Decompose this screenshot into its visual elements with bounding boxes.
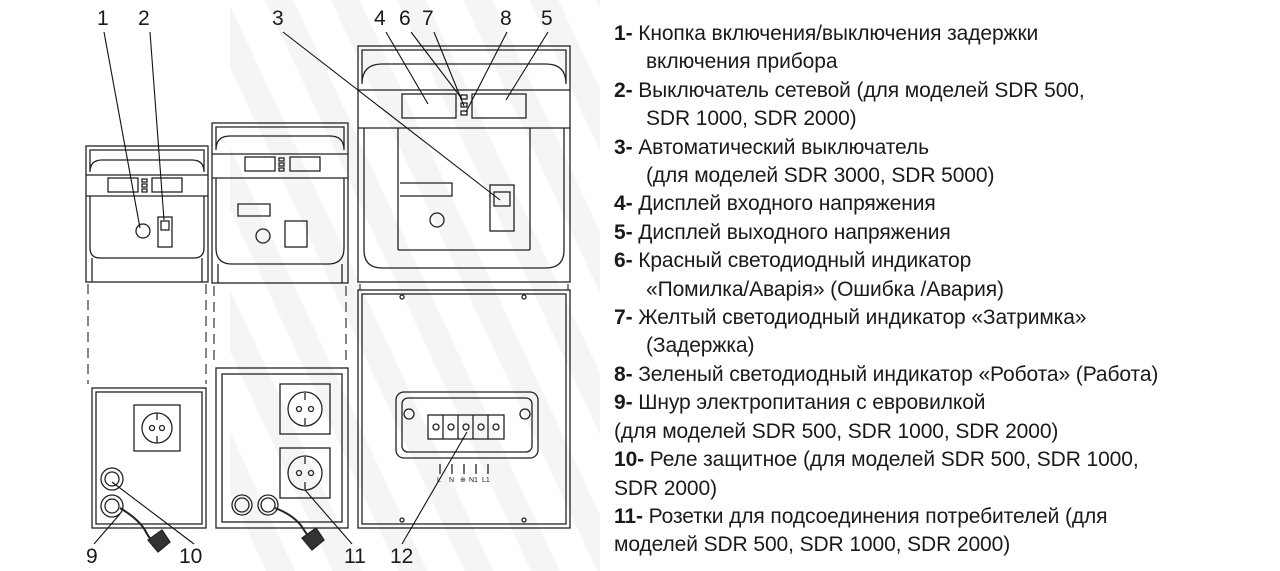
legend-text: Красный светодиодный индикатор: [632, 249, 972, 273]
stabilizer-diagram: L N ⊕ N1 L1 1 2 3 4 6 7 8 5 9 10 11 12: [85, 0, 600, 571]
legend-text: Кнопка включения/выключения задержки: [632, 22, 1039, 45]
unit-large-display-out: [471, 93, 527, 119]
callout-2: 2: [138, 7, 150, 30]
callout-numbers: 1 2 3 4 6 7 8 5 9 10 11 12: [86, 7, 553, 568]
terminal-cover: [395, 391, 539, 459]
terminal-label: L1: [482, 477, 490, 484]
legend-key: 10-: [614, 448, 645, 472]
legend-key: 9-: [614, 391, 633, 415]
callout-7: 7: [422, 7, 434, 30]
unit-small-display-out: [151, 177, 183, 193]
delay-button: [135, 223, 151, 239]
legend-text-cont: SDR 2000): [614, 476, 717, 500]
legend-text: Шнур электропитания с евровилкой: [632, 391, 986, 415]
legend-item: 10- Реле защитное (для моделей SDR 500, …: [614, 446, 1274, 503]
legend-key: 4-: [614, 192, 633, 216]
legend-text: Автоматический выключатель: [632, 135, 929, 159]
legend-text: Дисплей входного напряжения: [632, 192, 936, 216]
legend-text: Розетки для подсоединения потребителей (…: [642, 504, 1108, 528]
legend-text: Желтый светодиодный индикатор «Затримка»: [632, 306, 1087, 330]
circuit-breaker: [489, 184, 515, 232]
legend-item: 7- Желтый светодиодный индикатор «Затрим…: [614, 304, 1274, 361]
legend-text: Дисплей выходного напряжения: [632, 220, 951, 244]
callout-1: 1: [97, 7, 109, 30]
legend-item: 2- Выключатель сетевой (для моделей SDR …: [614, 77, 1274, 134]
legend-key: 5-: [614, 220, 633, 244]
legend-key: 2-: [614, 78, 633, 102]
callout-12: 12: [390, 545, 413, 568]
callout-3: 3: [272, 7, 284, 30]
legend-key: 6-: [614, 249, 633, 273]
unit-large-display-in: [401, 93, 457, 119]
callout-10: 10: [179, 545, 202, 568]
terminal-label: N1: [469, 477, 478, 484]
legend: 1- Кнопка включения/выключения задержки в…: [614, 20, 1274, 560]
legend-text-cont: (Задержка): [646, 334, 755, 358]
legend-text-cont: (для моделей SDR 500, SDR 1000, SDR 2000…: [614, 419, 1059, 443]
unit-medium-back: [215, 367, 349, 551]
legend-item: 1- Кнопка включения/выключения задержки в…: [614, 20, 1274, 77]
unit-large-back: [357, 289, 571, 529]
legend-text-cont: SDR 1000, SDR 2000): [646, 107, 857, 131]
protection-relay: [104, 471, 120, 487]
legend-text-cont: «Помилка/Аварія» (Ошибка /Авария): [646, 277, 1004, 301]
unit-small-front: [85, 145, 209, 283]
legend-item: 3- Автоматический выключатель (для моделе…: [614, 134, 1274, 191]
callout-8: 8: [500, 7, 512, 30]
socket: [133, 404, 181, 452]
callout-5: 5: [541, 7, 553, 30]
legend-key: 1-: [614, 22, 633, 45]
unit-large-front: [357, 45, 571, 283]
legend-item: 8- Зеленый светодиодный индикатор «Робот…: [614, 361, 1274, 389]
callout-6: 6: [399, 7, 411, 30]
callout-4: 4: [374, 7, 386, 30]
legend-item: 11- Розетки для подсоединения потребител…: [614, 503, 1274, 560]
legend-text: Зеленый светодиодный индикатор «Робота» …: [632, 362, 1159, 386]
legend-text: Выключатель сетевой (для моделей SDR 500…: [632, 78, 1085, 102]
legend-key: 7-: [614, 306, 633, 330]
unit-medium-display-out: [289, 156, 321, 172]
legend-text-cont: моделей SDR 500, SDR 1000, SDR 2000): [614, 533, 1011, 557]
callout-11: 11: [344, 545, 366, 568]
legend-item: 6- Красный светодиодный индикатор «Помилк…: [614, 247, 1274, 304]
legend-text: Реле защитное (для моделей SDR 500, SDR …: [644, 448, 1139, 472]
euro-plug: [147, 529, 171, 553]
terminal-block: [427, 414, 505, 440]
unit-medium-display-in: [244, 156, 276, 172]
legend-item: 5- Дисплей выходного напряжения: [614, 219, 1274, 247]
terminal-labels: L N ⊕ N1 L1: [437, 477, 490, 484]
legend-key: 3-: [614, 135, 633, 159]
leader-lines: [93, 31, 549, 545]
legend-key: 8-: [614, 362, 633, 386]
callout-9: 9: [86, 545, 98, 568]
terminal-label: ⊕: [460, 477, 466, 484]
legend-text-cont: включения прибора: [646, 50, 838, 74]
watermark-stripes: [230, 0, 600, 571]
legend-item: 4- Дисплей входного напряжения: [614, 190, 1274, 218]
unit-medium-front: [211, 122, 349, 284]
legend-key: 11-: [614, 504, 643, 528]
power-switch: [157, 216, 173, 248]
legend-item: 9- Шнур электропитания с евровилкой (для …: [614, 389, 1274, 446]
legend-text-cont: (для моделей SDR 3000, SDR 5000): [646, 164, 995, 188]
terminal-label: N: [449, 477, 454, 484]
terminal-label: L: [437, 477, 441, 484]
unit-small-display-in: [107, 177, 139, 193]
unit-small-back: [91, 387, 207, 553]
